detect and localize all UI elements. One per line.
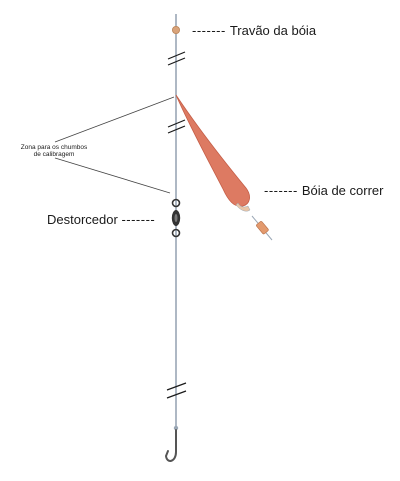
sliding-float-text: Bóia de correr [301, 183, 384, 198]
weight-zone-pointer [54, 96, 175, 194]
sliding-float-icon [175, 94, 273, 241]
swivel-text: Destorcedor [47, 212, 118, 227]
line-break-icon [167, 119, 186, 134]
sliding-float-label: -------Bóia de correr [264, 183, 383, 198]
swivel-label: Destorcedor ------- [47, 212, 159, 227]
line-break-icon [167, 51, 186, 66]
float-stop-label: -------Travão da bóia [192, 23, 316, 38]
swivel-dash: ------- [121, 212, 156, 227]
hook-icon [164, 425, 179, 462]
swivel-icon [171, 198, 181, 238]
float-stop-dash: ------- [192, 23, 226, 38]
float-stop-text: Travão da bóia [229, 23, 317, 38]
sliding-float-dash: ------- [264, 183, 298, 198]
weight-zone-line2: de calibragem [33, 151, 75, 158]
line-break-icon [166, 382, 187, 399]
float-stop-bead-icon [171, 25, 180, 34]
weight-zone-line1: Zona para os chumbos [20, 144, 88, 151]
weight-zone-label: Zona para os chumbos de calibragem [16, 144, 92, 158]
float-body [175, 94, 250, 207]
float-tip [256, 221, 269, 235]
float-collar [235, 202, 251, 212]
